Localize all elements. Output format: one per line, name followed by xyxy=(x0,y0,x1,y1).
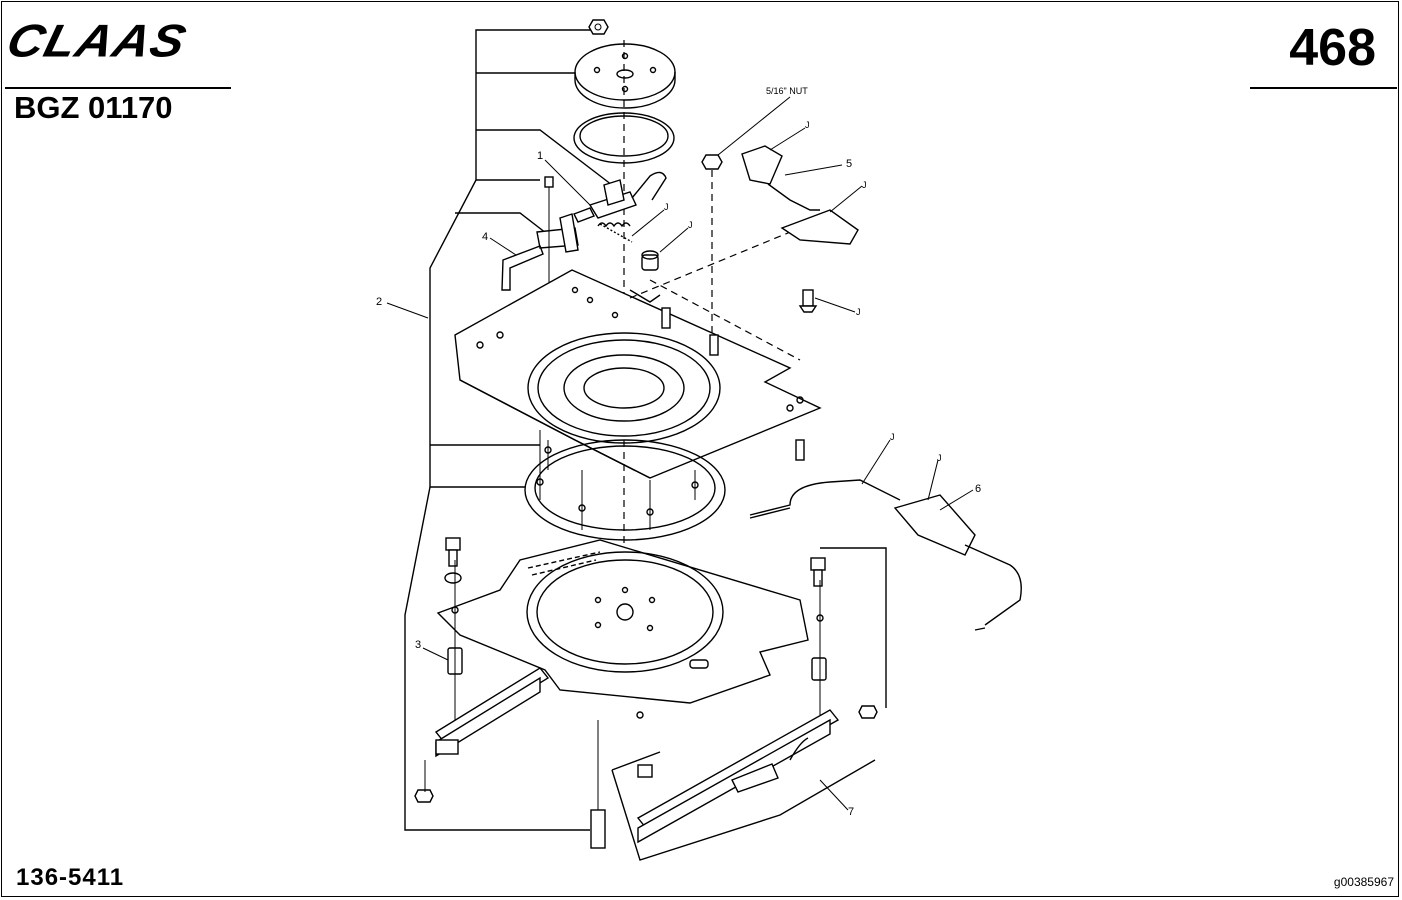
callout-nut: 5/16" NUT xyxy=(766,86,808,96)
top-nut xyxy=(588,19,609,35)
lever-arm xyxy=(501,176,579,335)
part-number: 136-5411 xyxy=(16,864,125,891)
top-bolts xyxy=(641,154,818,461)
lower-base-plate xyxy=(436,539,824,719)
right-slide-rail xyxy=(636,709,840,844)
callout-6: 6 xyxy=(975,483,981,495)
callout-j-4: J xyxy=(862,180,867,190)
callout-7: 7 xyxy=(848,806,854,818)
callout-j-7: J xyxy=(937,453,942,463)
callout-2: 2 xyxy=(376,296,382,308)
release-cable xyxy=(749,479,1022,631)
callout-4: 4 xyxy=(482,231,488,243)
callout-leaders xyxy=(386,96,974,811)
middle-bearing-ring xyxy=(524,439,726,541)
page-number: 468 xyxy=(1289,19,1376,77)
header-rule-right xyxy=(1250,87,1397,89)
callout-j-1: J xyxy=(805,120,810,130)
top-pivot-plate xyxy=(574,43,676,109)
callout-j-5: J xyxy=(856,307,861,317)
header-rule-left xyxy=(5,87,231,89)
group-bracket-2 xyxy=(404,29,613,831)
lower-bolts xyxy=(414,537,878,849)
callout-5: 5 xyxy=(846,158,852,170)
callout-3: 3 xyxy=(415,639,421,651)
upper-swivel-plate xyxy=(454,269,822,479)
callout-j-3: J xyxy=(688,220,693,230)
callout-j-6: J xyxy=(890,432,895,442)
latch-assembly xyxy=(573,171,667,243)
figure-id: g00385967 xyxy=(1333,875,1394,889)
drawing-code: BGZ 01170 xyxy=(14,90,173,125)
callout-j-2: J xyxy=(664,202,669,212)
callout-1: 1 xyxy=(537,150,543,162)
left-slide-rail xyxy=(434,667,550,758)
release-handle xyxy=(741,145,859,245)
